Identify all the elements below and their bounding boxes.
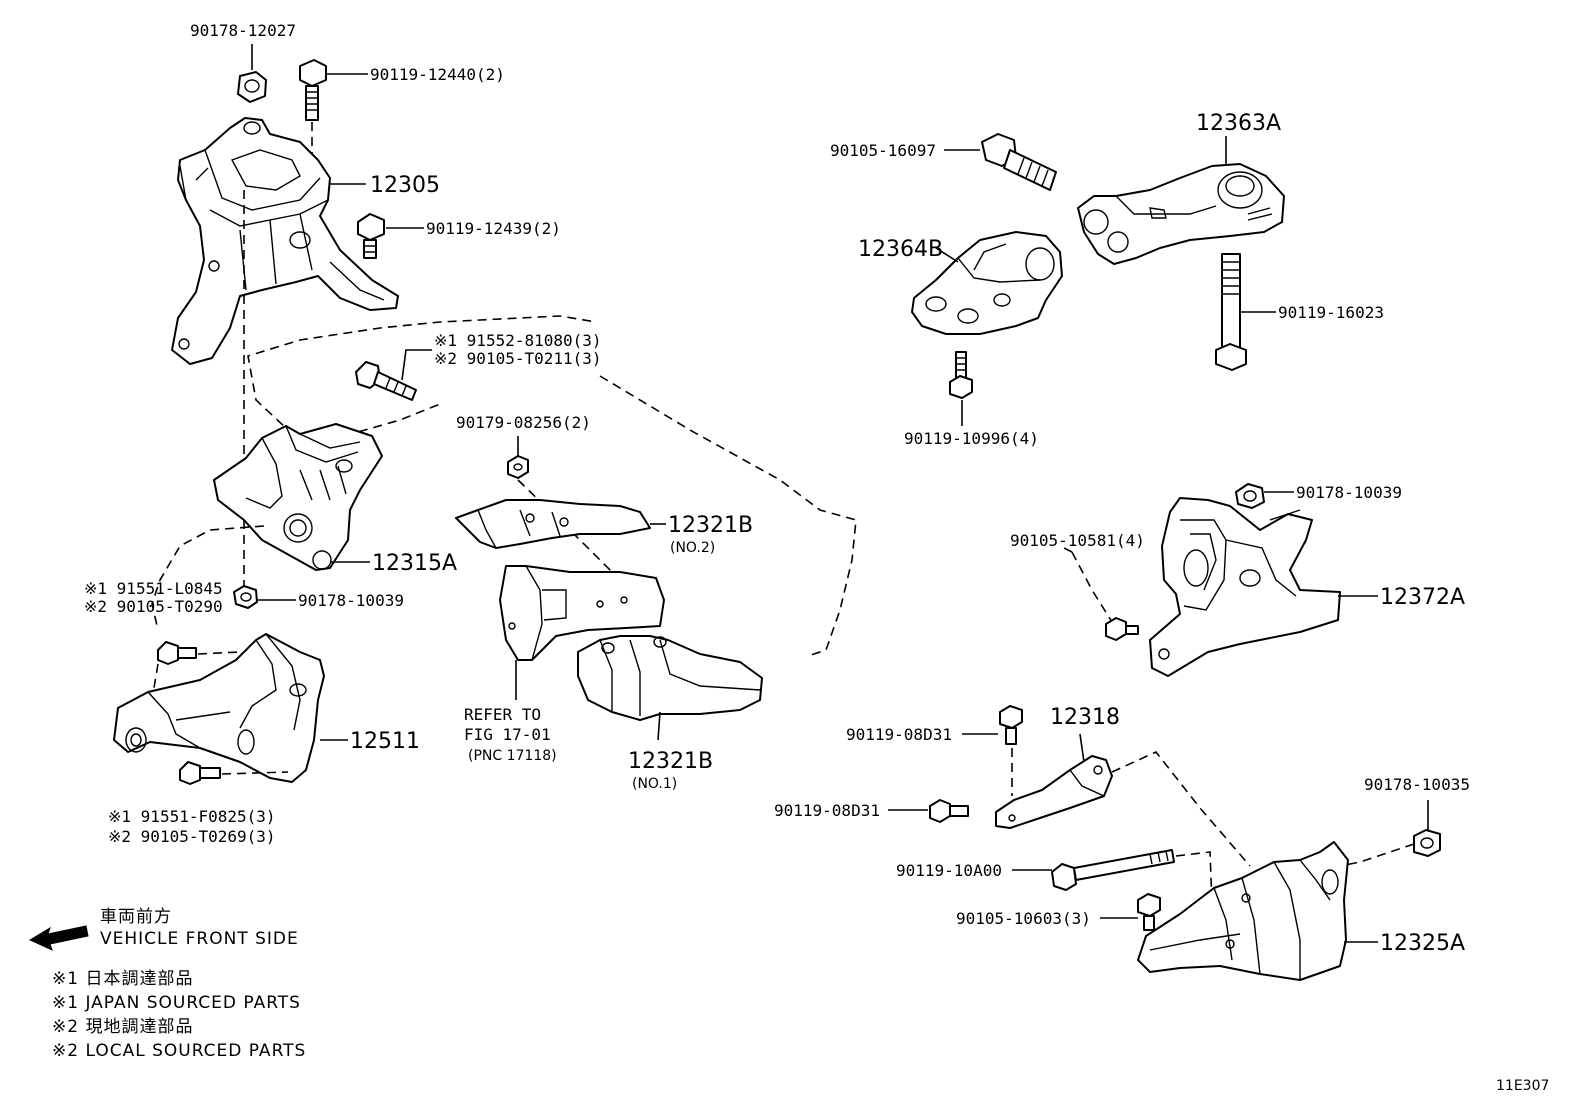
bolt-90119-08D31-top-icon: [999, 705, 1023, 745]
label-no2: (NO.2): [670, 540, 715, 556]
mount-12364B-icon: [911, 231, 1063, 335]
label-12318: 12318: [1050, 705, 1120, 730]
bolt-91551-F0825-icon: [179, 761, 221, 785]
label-91551-L0845: ※1 91551-L0845: [84, 579, 223, 598]
bracket-12318-icon: [995, 755, 1113, 829]
label-12315A: 12315A: [372, 551, 457, 576]
label-12325A: 12325A: [1380, 931, 1465, 956]
front-arrow-icon: [28, 925, 89, 951]
label-12364B: 12364B: [858, 237, 943, 262]
label-12321B-no1: 12321B: [628, 749, 713, 774]
bracket-12315A-icon: [213, 423, 383, 571]
insulator-12321B-no2-icon: [455, 499, 651, 549]
label-90105-T0269: ※2 90105-T0269(3): [108, 827, 276, 846]
nut-90178-10039-left-icon: [233, 585, 258, 609]
bracket-12325A-icon: [1137, 841, 1349, 981]
bolt-91551-L0845-icon: [157, 641, 197, 665]
nut-90179-08256-icon: [507, 455, 529, 479]
note1-en: ※1 JAPAN SOURCED PARTS: [52, 993, 301, 1013]
label-90119-12439: 90119-12439(2): [426, 219, 561, 238]
label-90119-08D31-top: 90119-08D31: [846, 725, 952, 744]
label-12372A: 12372A: [1380, 585, 1465, 610]
label-90105-10603: 90105-10603(3): [956, 909, 1091, 928]
note2-en: ※2 LOCAL SOURCED PARTS: [52, 1041, 306, 1061]
label-12321B-no2: 12321B: [668, 513, 753, 538]
mount-bracket-12372A-icon: [1149, 497, 1341, 677]
note2-jp: ※2 現地調達部品: [52, 1017, 193, 1037]
label-91552-81080: ※1 91552-81080(3): [434, 331, 602, 350]
label-90119-08D31-side: 90119-08D31: [774, 801, 880, 820]
legend: 車両前方 VEHICLE FRONT SIDE ※1 日本調達部品 ※1 JAP…: [28, 907, 306, 1061]
label-refer-pnc: (PNC 17118): [468, 748, 557, 764]
label-90178-10039-left: 90178-10039: [298, 591, 404, 610]
bolt-90119-16023-icon: [1215, 253, 1247, 371]
front-label-en: VEHICLE FRONT SIDE: [100, 929, 299, 949]
label-12363A: 12363A: [1196, 111, 1281, 136]
label-90119-16023: 90119-16023: [1278, 303, 1384, 322]
label-90178-10035: 90178-10035: [1364, 775, 1470, 794]
engine-mount-12305-icon: [171, 117, 399, 365]
note1-jp: ※1 日本調達部品: [52, 969, 193, 989]
label-90119-10A00: 90119-10A00: [896, 861, 1002, 880]
label-90105-T0290: ※2 90105-T0290: [84, 597, 223, 616]
label-90105-T0211: ※2 90105-T0211(3): [434, 349, 602, 368]
nut-90178-12027-icon: [237, 71, 267, 103]
label-90179-08256: 90179-08256(2): [456, 413, 591, 432]
bolt-90105-16097-icon: [981, 133, 1057, 191]
label-91551-F0825: ※1 91551-F0825(3): [108, 807, 276, 826]
bolt-90119-08D31-side-icon: [929, 799, 969, 823]
leader-lines: [251, 44, 1429, 943]
bracket-refer-fig-17-01-icon: [499, 565, 665, 661]
nut-90178-10035-icon: [1413, 829, 1441, 857]
bolt-90105-10603-icon: [1137, 893, 1161, 931]
part-labels: 90178-12027 90119-12440(2) 12305 90119-1…: [84, 21, 1470, 956]
bolt-90119-12440-icon: [299, 59, 327, 121]
label-refer-fig: FIG 17-01: [464, 725, 551, 744]
label-12305: 12305: [370, 173, 440, 198]
figure-id: 11E307: [1496, 1078, 1549, 1094]
bolt-90119-10996-icon: [949, 351, 973, 399]
insulator-12321B-no1-icon: [577, 635, 763, 721]
label-90178-10039-right: 90178-10039: [1296, 483, 1402, 502]
bolt-90119-10A00-icon: [1051, 849, 1175, 891]
label-90105-16097: 90105-16097: [830, 141, 936, 160]
bolt-90119-12439-icon: [357, 213, 385, 259]
front-label-jp: 車両前方: [100, 907, 172, 927]
label-90105-10581: 90105-10581(4): [1010, 531, 1145, 550]
bolt-91552-81080-icon: [355, 361, 417, 401]
label-12511: 12511: [350, 729, 420, 754]
label-no1: (NO.1): [632, 776, 677, 792]
label-90178-12027: 90178-12027: [190, 21, 296, 40]
bracket-12511-icon: [113, 633, 325, 783]
label-refer-to: REFER TO: [464, 705, 541, 724]
label-90119-12440: 90119-12440(2): [370, 65, 505, 84]
nut-90178-10039-right-icon: [1235, 483, 1265, 509]
bolt-90105-10581-icon: [1105, 617, 1139, 641]
torque-rod-12363A-icon: [1077, 163, 1285, 265]
label-90119-10996: 90119-10996(4): [904, 429, 1039, 448]
